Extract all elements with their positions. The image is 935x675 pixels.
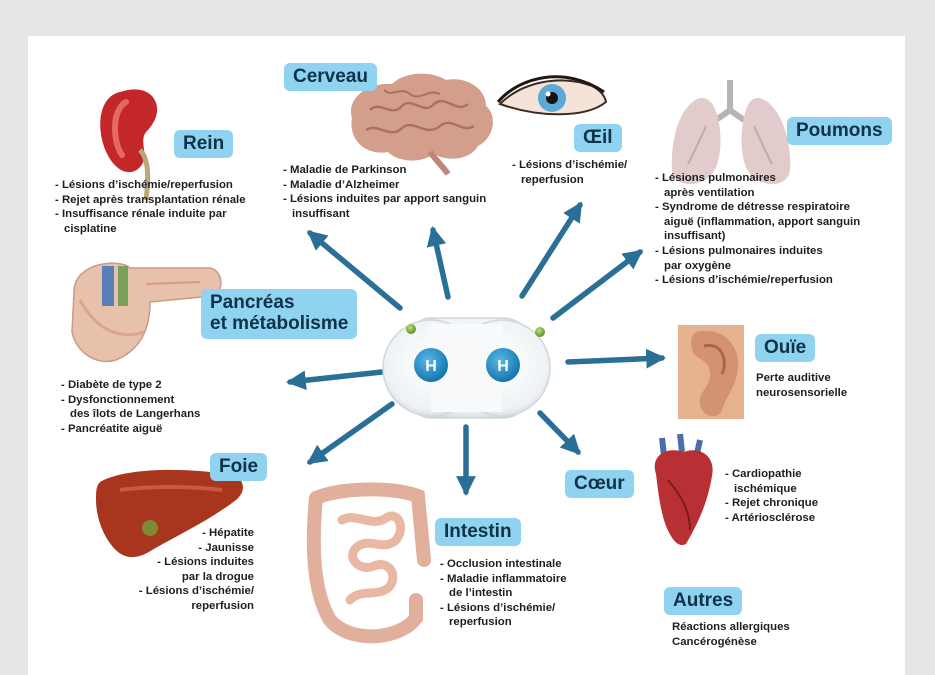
list-item: insuffisant) [655, 229, 860, 244]
list-item: - Rejet chronique [725, 496, 818, 511]
list-item: - Lésions d’ischémie/ [512, 158, 627, 173]
intestin-list: - Occlusion intestinale - Maladie inflam… [440, 557, 567, 630]
arrow-oeil [522, 205, 580, 296]
oeil-list: - Lésions d’ischémie/ reperfusion [512, 158, 627, 187]
electron-dot-right [535, 327, 545, 337]
coeur-list: - Cardiopathie ischémique - Rejet chroni… [725, 467, 818, 525]
label-pancreas-line1: Pancréas [210, 292, 348, 313]
list-item: - Maladie d’Alzheimer [283, 178, 486, 193]
label-ouie: Ouïe [755, 334, 815, 362]
label-cerveau: Cerveau [284, 63, 377, 91]
list-item: - Artériosclérose [725, 511, 818, 526]
autres-list: Réactions allergiques Cancérogénèse [672, 620, 790, 649]
electron-dot-left [406, 324, 416, 334]
atom-right-label: H [497, 358, 509, 375]
heart-illustration [655, 434, 713, 545]
poumons-list: - Lésions pulmonaires après ventilation … [655, 171, 860, 288]
arrow-coeur [540, 413, 578, 452]
list-item: - Lésions d’ischémie/ [440, 601, 567, 616]
list-item: après ventilation [655, 186, 860, 201]
list-item: des îlots de Langerhans [61, 407, 200, 422]
list-item: - Cardiopathie [725, 467, 818, 482]
list-item: - Insuffisance rénale induite par [55, 207, 246, 222]
list-item: Réactions allergiques [672, 620, 790, 635]
list-item: - Syndrome de détresse respiratoire [655, 200, 860, 215]
arrow-poumons [553, 252, 640, 318]
list-item: - Lésions pulmonaires induites [655, 244, 860, 259]
label-rein: Rein [174, 130, 233, 158]
label-foie: Foie [210, 453, 267, 481]
list-item: par oxygène [655, 259, 860, 274]
list-item: - Rejet après transplantation rénale [55, 193, 246, 208]
label-poumons: Poumons [787, 117, 892, 145]
list-item: - Lésions induites [110, 555, 254, 570]
arrow-pancreas [290, 372, 382, 382]
list-item: - Pancréatite aiguë [61, 422, 200, 437]
lungs-illustration [672, 80, 790, 184]
list-item: ischémique [725, 482, 818, 497]
hydrogen-molecule: H H [383, 318, 550, 418]
list-item: - Lésions d’ischémie/reperfusion [655, 273, 860, 288]
list-item: neurosensorielle [756, 386, 847, 401]
arrow-foie [310, 404, 392, 462]
label-autres: Autres [664, 587, 742, 615]
ear-illustration [678, 325, 744, 419]
list-item: reperfusion [110, 599, 254, 614]
list-item: cisplatine [55, 222, 246, 237]
cerveau-list: - Maladie de Parkinson - Maladie d’Alzhe… [283, 163, 486, 221]
atom-left-label: H [425, 358, 437, 375]
label-pancreas-line2: et métabolisme [210, 313, 348, 334]
label-intestin: Intestin [435, 518, 521, 546]
list-item: reperfusion [440, 615, 567, 630]
label-coeur: Cœur [565, 470, 634, 498]
arrow-cerveau-2 [433, 230, 448, 297]
pancreas-illustration [72, 263, 221, 361]
list-item: - Dysfonctionnement [61, 393, 200, 408]
list-item: - Lésions pulmonaires [655, 171, 860, 186]
rein-list: - Lésions d’ischémie/reperfusion - Rejet… [55, 178, 246, 236]
list-item: - Diabète de type 2 [61, 378, 200, 393]
list-item: par la drogue [110, 570, 254, 585]
list-item: - Lésions d’ischémie/ [110, 584, 254, 599]
foie-list: - Hépatite - Jaunisse - Lésions induites… [110, 526, 254, 614]
list-item: Cancérogénèse [672, 635, 790, 650]
list-item: - Lésions induites par apport sanguin [283, 192, 486, 207]
list-item: de l’intestin [440, 586, 567, 601]
pancreas-list: - Diabète de type 2 - Dysfonctionnement … [61, 378, 200, 436]
list-item: aiguë (inflammation, apport sanguin [655, 215, 860, 230]
label-oeil: Œil [574, 124, 622, 152]
list-item: insuffisant [283, 207, 486, 222]
intestine-illustration [314, 489, 424, 636]
eye-illustration [498, 77, 606, 114]
list-item: - Maladie de Parkinson [283, 163, 486, 178]
list-item: Perte auditive [756, 371, 847, 386]
list-item: - Jaunisse [110, 541, 254, 556]
ouie-list: Perte auditive neurosensorielle [756, 371, 847, 400]
list-item: reperfusion [512, 173, 627, 188]
list-item: - Lésions d’ischémie/reperfusion [55, 178, 246, 193]
arrow-ouie [568, 358, 662, 362]
list-item: - Maladie inflammatoire [440, 572, 567, 587]
list-item: - Hépatite [110, 526, 254, 541]
list-item: - Occlusion intestinale [440, 557, 567, 572]
label-pancreas: Pancréas et métabolisme [201, 289, 357, 339]
